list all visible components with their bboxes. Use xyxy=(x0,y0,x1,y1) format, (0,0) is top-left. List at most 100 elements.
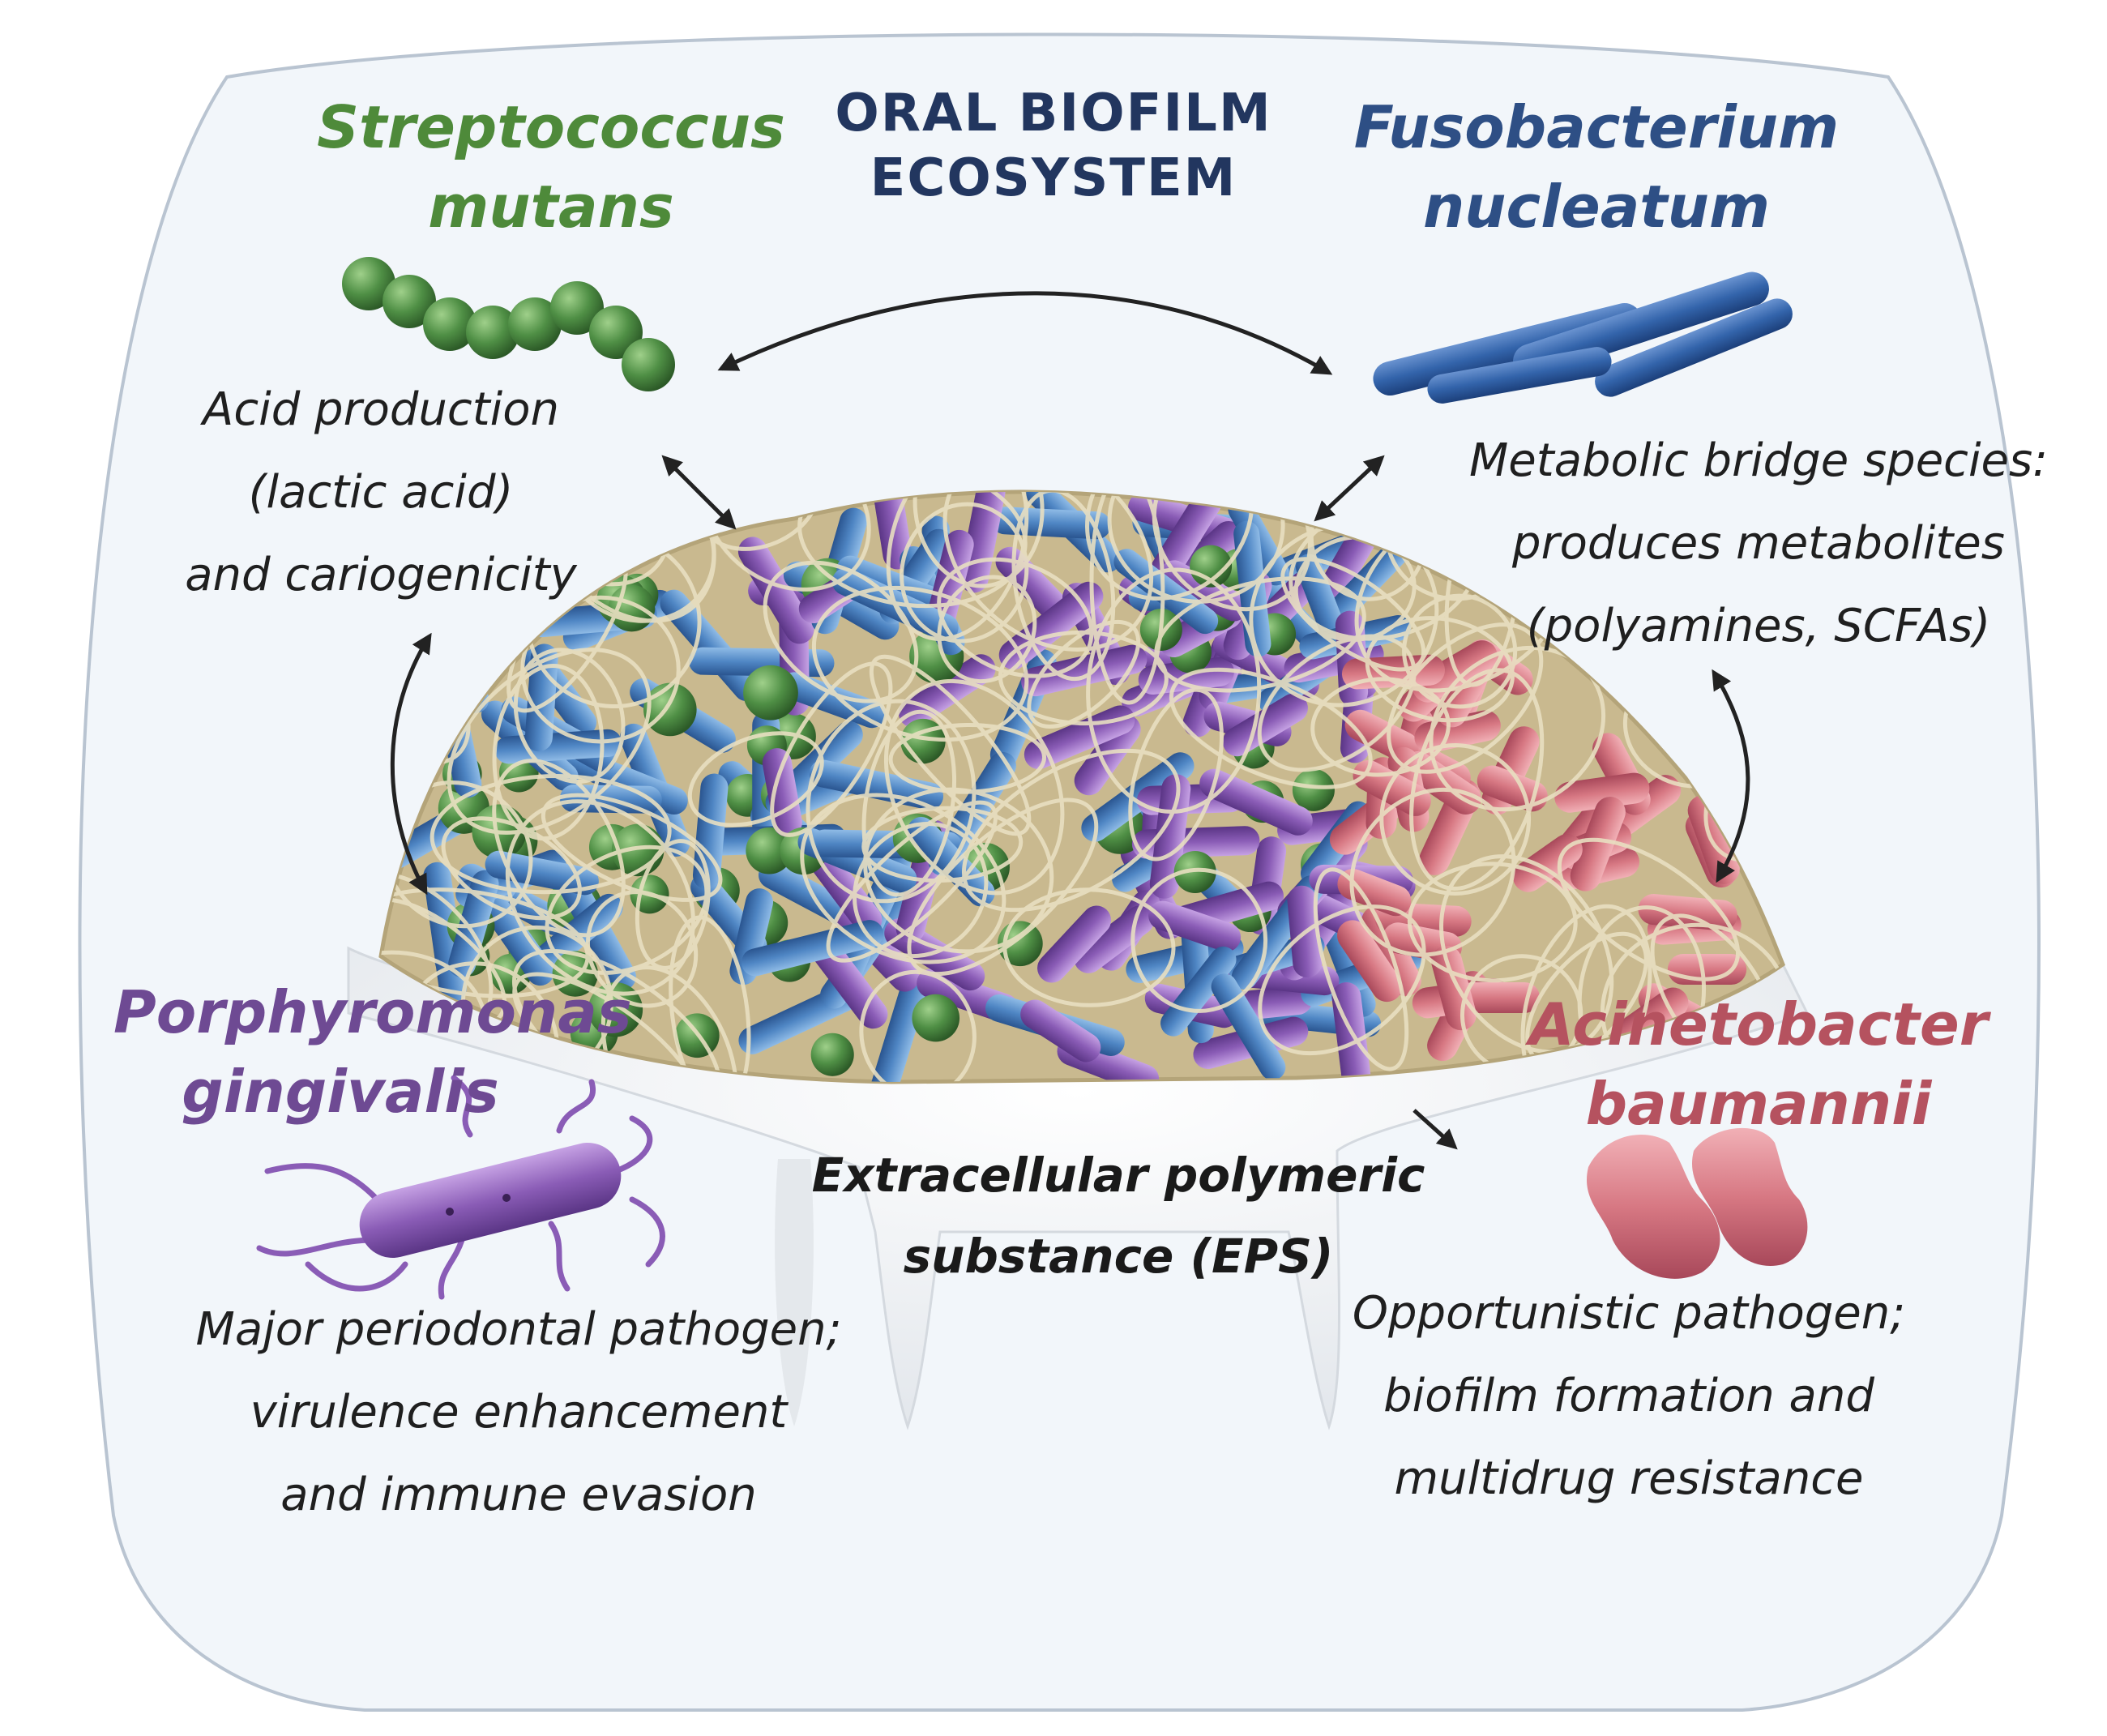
eps-strand xyxy=(852,822,989,959)
eps-strand xyxy=(806,699,977,904)
eps-strand xyxy=(863,787,1054,954)
rod-cell xyxy=(1477,765,1548,812)
rod-cell xyxy=(1148,900,1242,952)
eps-strand xyxy=(770,661,893,837)
rod-cell xyxy=(1456,981,1541,1013)
rod-cell xyxy=(729,888,774,986)
fusobacterium-nucleatum-icon xyxy=(1373,272,1793,404)
species-description-acinetobacter-baumannii: Opportunistic pathogen; biofilm formatio… xyxy=(1352,1287,1906,1505)
eps-strand xyxy=(1089,491,1165,705)
eps-strand xyxy=(585,890,699,1008)
rod-cell xyxy=(1037,905,1112,983)
porphyromonas-gingivalis-icon xyxy=(256,1075,665,1300)
species-name-streptococcus-mutans: Streptococcus mutans xyxy=(317,93,785,241)
eps-strand xyxy=(797,491,1028,609)
rod-cell xyxy=(1199,768,1313,836)
acinetobacter-baumannii-icon xyxy=(1586,1127,1808,1279)
eps-strand xyxy=(1409,668,1545,891)
eps-strand xyxy=(702,491,871,592)
biofilm-dome xyxy=(378,490,1786,1084)
eps-strand xyxy=(1086,567,1262,814)
eps-strand xyxy=(1520,904,1652,1082)
rod-cell xyxy=(1337,868,1412,917)
rod-cell xyxy=(998,581,1104,670)
rod-cell xyxy=(1570,797,1626,892)
species-description-porphyromonas-gingivalis: Major periodontal pathogen; virulence en… xyxy=(195,1303,842,1521)
rod-cell xyxy=(1113,549,1219,635)
rod-cell xyxy=(1554,772,1650,813)
eps-strand xyxy=(1152,491,1312,612)
eps-strand xyxy=(883,678,1065,896)
rod-cell xyxy=(868,974,929,1082)
coccus-cell xyxy=(743,665,798,720)
arrow-smutans-pgingivalis xyxy=(390,632,432,896)
eps-strand xyxy=(1107,491,1285,604)
eps-strand xyxy=(861,806,1024,883)
eps-strand xyxy=(1557,837,1741,981)
arrow-smutans-fnucleatum xyxy=(717,291,1333,375)
eps-strand xyxy=(1128,687,1224,862)
species-name-acinetobacter-baumannii: Acinetobacter baumannii xyxy=(1528,990,1989,1138)
eps-strand xyxy=(1365,616,1515,723)
coccus-cell xyxy=(810,1033,854,1076)
eps-strand xyxy=(430,773,672,895)
eps-strand xyxy=(826,800,998,963)
streptococcus-mutans-icon xyxy=(342,257,675,391)
species-description-streptococcus-mutans: Acid production (lactic acid) and cariog… xyxy=(185,383,577,601)
eps-strand xyxy=(1169,667,1373,789)
coccus-cell xyxy=(912,994,960,1042)
eps-strand xyxy=(492,759,626,938)
eps-strand xyxy=(1257,634,1417,772)
eps-strand xyxy=(1130,867,1268,1013)
title-line-2: ECOSYSTEM xyxy=(870,148,1237,208)
rod-cell xyxy=(1211,973,1286,1080)
eps-strand xyxy=(1407,862,1578,983)
eps-strand xyxy=(937,575,1037,684)
eps-strand xyxy=(1027,619,1141,729)
eps-strand xyxy=(1387,622,1544,774)
eps-label: Extracellular polymeric substance (EPS) xyxy=(811,1148,1425,1284)
arrow-fnucleatum-biofilm xyxy=(1314,455,1385,522)
eps-strand xyxy=(1293,535,1417,642)
eps-strand xyxy=(859,969,977,1082)
eps-strand xyxy=(912,491,1045,588)
eps-strand xyxy=(520,595,681,744)
rod-cell xyxy=(1233,520,1271,657)
interaction-arrows xyxy=(390,291,1750,896)
eps-strand xyxy=(937,557,1094,678)
rod-cell xyxy=(737,537,814,644)
eps-strand xyxy=(1310,677,1451,777)
diagram-title: ORAL BIOFILM ECOSYSTEM xyxy=(810,81,1297,211)
eps-strand xyxy=(635,839,711,970)
rod-cell xyxy=(1160,946,1237,1037)
eps-strand xyxy=(541,793,723,902)
arrow-biofilm-abaumannii xyxy=(1413,1109,1458,1150)
eps-strand xyxy=(811,585,1029,742)
species-description-fusobacterium-nucleatum: Metabolic bridge species: produces metab… xyxy=(1468,434,2049,652)
eps-strand xyxy=(1313,867,1409,1071)
eps-strand xyxy=(869,654,1032,836)
species-name-fusobacterium-nucleatum: Fusobacterium nucleatum xyxy=(1353,93,1840,241)
rod-cell xyxy=(1337,920,1403,1003)
rod-cell xyxy=(485,850,599,896)
eps-strand xyxy=(545,844,709,975)
coccus-cell xyxy=(1292,768,1335,811)
coccus-cell xyxy=(1173,850,1216,893)
title-line-1: ORAL BIOFILM xyxy=(835,83,1272,143)
eps-strand xyxy=(1011,491,1116,682)
rod-cell xyxy=(1222,693,1308,757)
eps-strand xyxy=(441,816,582,921)
eps-strand xyxy=(1577,905,1707,1082)
rod-cell xyxy=(1021,644,1148,697)
eps-strand xyxy=(763,560,919,703)
eps-strand xyxy=(1085,491,1254,601)
eps-strand xyxy=(1258,904,1426,1056)
coccus-cell xyxy=(643,682,697,737)
coccus-cell xyxy=(746,827,793,874)
arrow-fnucleatum-abaumannii xyxy=(1712,669,1750,883)
rod-cell xyxy=(1074,714,1141,796)
arrow-smutans-biofilm xyxy=(661,455,737,530)
rod-cell xyxy=(1020,999,1101,1063)
rod-cell xyxy=(758,861,855,926)
